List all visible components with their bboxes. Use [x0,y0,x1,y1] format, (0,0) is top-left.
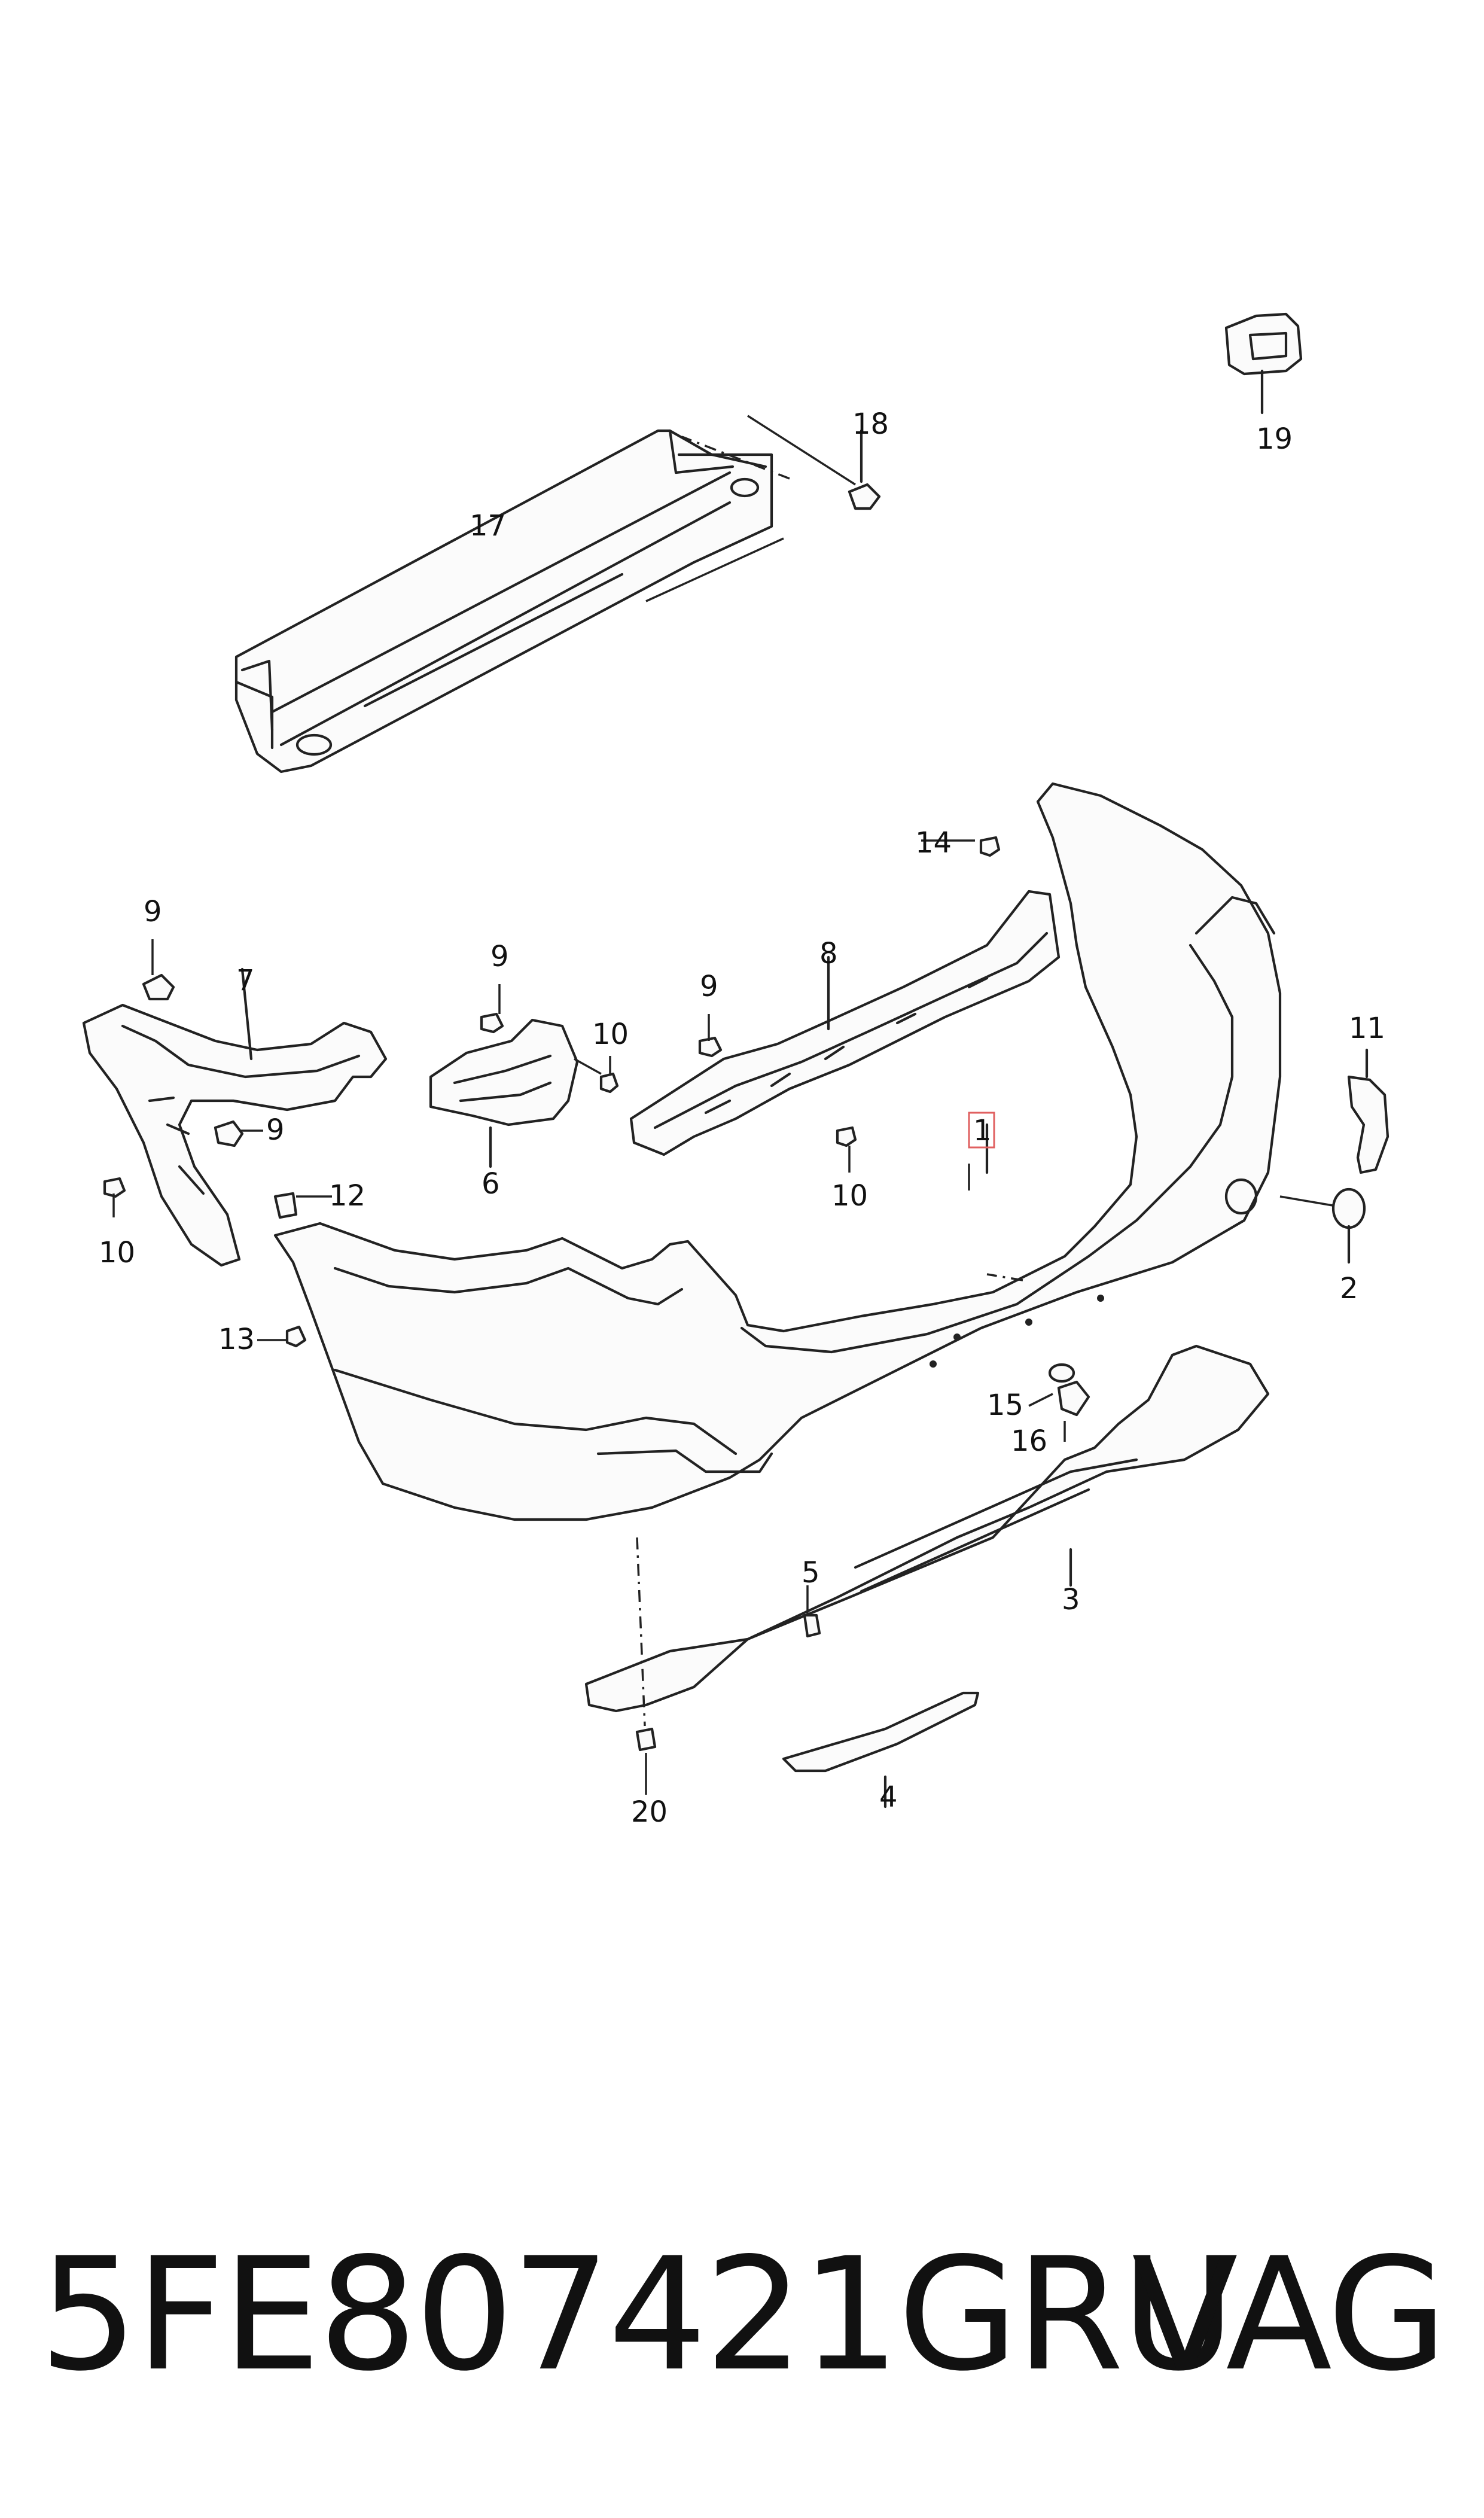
fasteners [103,836,1090,1752]
callout-17: 17 [470,509,506,543]
callout-20: 20 [631,1795,668,1829]
callout-15: 15 [987,1389,1023,1422]
callout-2: 2 [1340,1272,1358,1305]
callout-9-c: 9 [700,970,718,1003]
callout-13: 13 [218,1323,255,1356]
callout-19: 19 [1256,422,1293,456]
callout-6: 6 [482,1167,500,1201]
callout-8: 8 [819,937,838,970]
footer: 5FE807421GRU VAG [39,2225,1448,2406]
part-7-left-bracket [82,967,388,1267]
callout-9-d: 9 [266,1113,285,1147]
brand-label: VAG [1132,2225,1448,2406]
part-11-side-guide [1347,1048,1389,1174]
part-number: 5FE807421GRU [39,2225,1235,2406]
callout-14: 14 [915,826,952,860]
callout-18: 18 [852,407,889,441]
callout-7: 7 [236,964,255,997]
callout-labels: 17 18 19 14 9 9 9 9 7 10 10 10 8 6 11 1 … [99,407,1385,1829]
callout-10-b: 10 [99,1236,135,1269]
callout-3: 3 [1062,1583,1080,1616]
part-18-bolt [848,429,881,510]
part-19-cap [1224,312,1303,415]
callout-16: 16 [1011,1424,1047,1458]
callout-10-c: 10 [831,1179,868,1213]
callout-5: 5 [802,1556,820,1590]
callout-9-b: 9 [490,940,509,973]
part-3-lower-diffuser [584,1344,1270,1713]
callout-1: 1 [973,1114,992,1147]
part-2-cap [1279,1188,1366,1264]
callout-4: 4 [879,1780,898,1814]
callout-9-a: 9 [144,895,162,928]
part-17-bumper-reinforcement [234,429,773,774]
part-4-trim-strip [782,1691,980,1808]
part-8-center-guide [629,890,1061,1156]
callout-1-highlight [968,1112,995,1149]
leaders [112,415,1066,1795]
part-6-side-bracket [429,1018,579,1168]
callout-11: 11 [1349,1012,1385,1045]
callout-10-a: 10 [592,1018,629,1051]
callout-12: 12 [329,1179,365,1213]
part-1-bumper-cover [273,782,1282,1521]
